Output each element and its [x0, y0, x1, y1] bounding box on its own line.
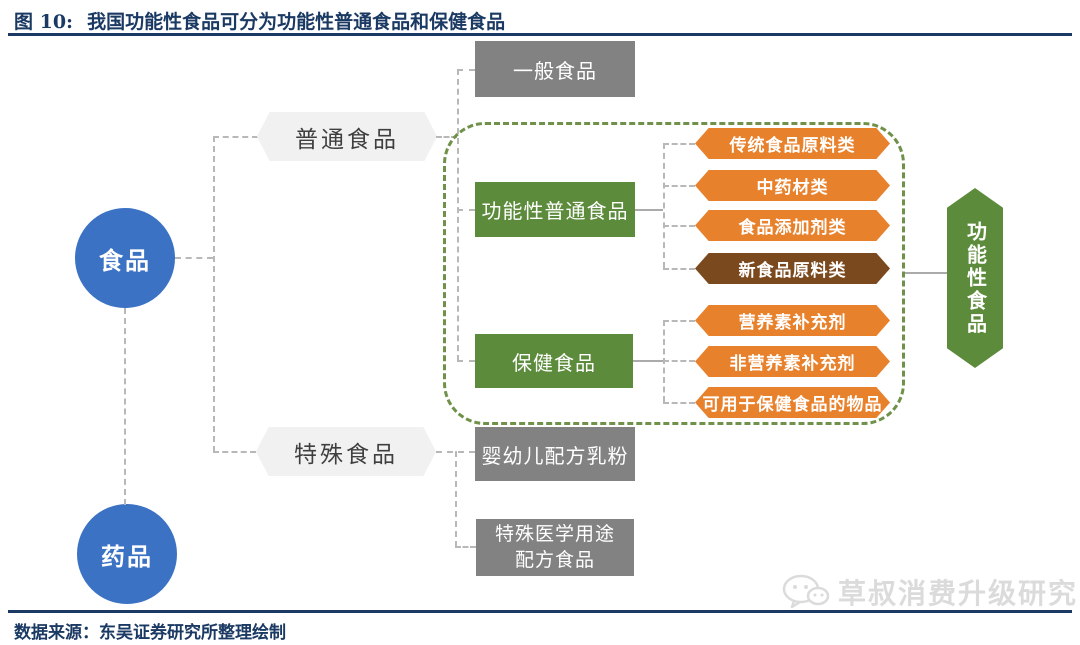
connector-to-category-6	[663, 360, 695, 362]
node-special-medical-line1: 特殊医学用途	[494, 523, 615, 545]
category-traditional-ingredients: 传统食品原料类	[695, 128, 890, 159]
connector-to-category-7	[663, 402, 695, 404]
connector-to-category-4	[663, 268, 695, 270]
connector-to-special-medical	[455, 546, 476, 548]
node-functional-food-result-label: 功能性食品	[963, 220, 986, 336]
figure-number-label: 图 10:	[14, 11, 74, 33]
category-new-food-ingredients: 新食品原料类	[695, 253, 890, 284]
watermark-text: 草叔消费升级研究	[838, 578, 1079, 609]
connector-food-right	[175, 257, 213, 259]
node-food-circle: 食品	[75, 208, 175, 308]
category-health-food-usable-items: 可用于保健食品的物品	[695, 387, 890, 418]
node-special-medical-line2: 配方食品	[514, 549, 595, 571]
watermark: 草叔消费升级研究	[782, 572, 1078, 612]
connector-trunk-to-ordinary	[213, 136, 258, 138]
node-infant-formula-label: 婴幼儿配方乳粉	[481, 445, 629, 468]
data-source-text: 数据来源：东吴证券研究所整理绘制	[14, 623, 286, 643]
connector-to-health-food	[457, 360, 475, 362]
category-food-additives: 食品添加剂类	[695, 210, 890, 241]
connector-from-ordinary-food	[436, 136, 457, 138]
category-chinese-herbal: 中药材类	[695, 170, 890, 201]
category-label: 中药材类	[756, 178, 829, 197]
connector-special-branch-trunk	[455, 451, 457, 547]
title-divider-line	[8, 33, 1072, 36]
node-special-medical-food: 特殊医学用途 配方食品	[476, 519, 634, 576]
node-general-food-label: 一般食品	[513, 60, 597, 83]
node-functional-ordinary-food-label: 功能性普通食品	[481, 201, 629, 223]
node-drug-label: 药品	[101, 543, 153, 571]
node-functional-food-result: 功能性食品	[947, 188, 1003, 368]
node-functional-ordinary-food: 功能性普通食品	[475, 182, 635, 237]
connector-health-food-out	[633, 360, 663, 362]
category-label: 可用于保健食品的物品	[702, 395, 883, 414]
node-special-food-label: 特殊食品	[294, 440, 398, 467]
category-label: 食品添加剂类	[738, 218, 847, 237]
category-label: 传统食品原料类	[729, 136, 856, 155]
node-ordinary-food-label: 普通食品	[295, 125, 399, 152]
category-non-nutrient-supplements: 非营养素补充剂	[695, 346, 890, 377]
category-label: 新食品原料类	[738, 261, 847, 280]
connector-to-functional-ordinary	[457, 209, 475, 211]
category-label: 非营养素补充剂	[729, 354, 856, 373]
category-nutrient-supplements: 营养素补充剂	[695, 305, 890, 336]
footer-divider-line	[8, 610, 1072, 613]
node-health-food-label: 保健食品	[512, 352, 596, 375]
connector-to-general-food	[457, 69, 475, 71]
node-health-food: 保健食品	[475, 334, 633, 388]
connector-food-trunk	[213, 136, 215, 452]
connector-food-drug	[124, 308, 126, 505]
category-label: 营养素补充剂	[738, 313, 847, 332]
connector-to-category-3	[663, 225, 695, 227]
connector-to-category-5	[663, 320, 695, 322]
figure-title-text: 我国功能性食品可分为功能性普通食品和保健食品	[87, 11, 506, 33]
node-infant-formula: 婴幼儿配方乳粉	[475, 427, 635, 481]
connector-ordinary-branch-trunk	[457, 69, 459, 361]
connector-trunk-to-special	[213, 451, 256, 453]
connector-to-category-2	[663, 185, 695, 187]
connector-functional-categories-trunk	[663, 143, 665, 268]
node-drug-circle: 药品	[77, 504, 177, 604]
node-food-label: 食品	[99, 247, 151, 275]
node-ordinary-food: 普通食品	[257, 112, 437, 161]
connector-functional-ordinary-out	[635, 209, 663, 211]
connector-to-category-1	[663, 143, 695, 145]
figure-title: 图 10: 我国功能性食品可分为功能性普通食品和保健食品	[14, 7, 505, 34]
wechat-icon	[782, 574, 830, 609]
connector-to-result	[905, 272, 947, 274]
connector-to-infant-formula	[436, 451, 475, 453]
functional-food-group-frame	[443, 122, 905, 425]
node-special-food: 特殊食品	[256, 427, 436, 476]
node-general-food: 一般食品	[475, 41, 635, 97]
